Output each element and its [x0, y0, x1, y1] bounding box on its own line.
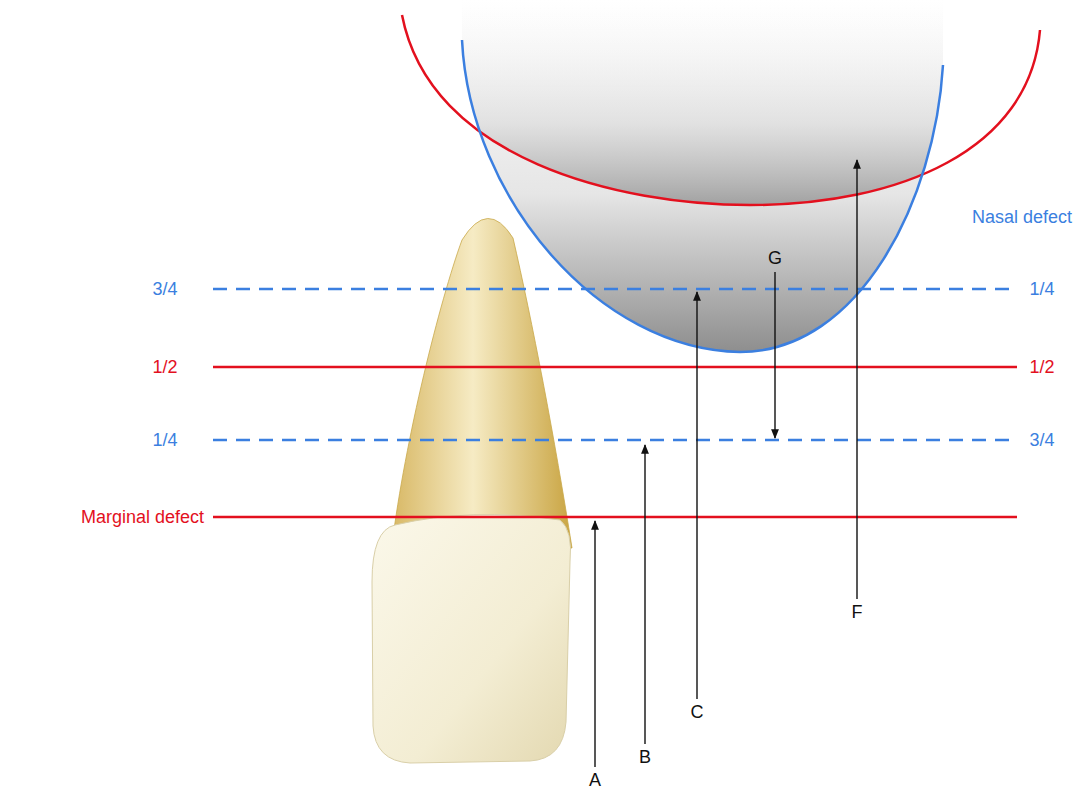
quarter-level-line	[213, 439, 1017, 442]
fraction-label: 3/4	[1029, 430, 1054, 451]
marginal-level-line	[213, 516, 1017, 519]
blue-defect-curve	[462, 40, 943, 352]
measure-arrow	[594, 521, 595, 767]
callout-letter: F	[852, 602, 863, 623]
tooth-root	[392, 218, 572, 548]
fraction-label: 1/4	[1029, 279, 1054, 300]
measure-arrow	[696, 292, 697, 699]
fraction-label: 3/4	[152, 279, 177, 300]
defect-label: Marginal defect	[81, 507, 204, 528]
fraction-label: 1/2	[152, 357, 177, 378]
callout-letter: B	[639, 747, 651, 768]
defect-label: Nasal defect	[972, 207, 1072, 228]
three-quarter-level-line	[213, 288, 1017, 291]
callout-letter: G	[768, 248, 782, 269]
measure-arrow	[644, 445, 645, 744]
half-level-line	[213, 366, 1017, 369]
fraction-label: 1/4	[152, 430, 177, 451]
tooth-crown	[372, 515, 571, 763]
fraction-label: 1/2	[1029, 357, 1054, 378]
measure-arrow	[856, 160, 857, 599]
measure-arrow	[774, 272, 775, 438]
callout-letter: C	[691, 702, 704, 723]
callout-letter: A	[589, 770, 601, 791]
